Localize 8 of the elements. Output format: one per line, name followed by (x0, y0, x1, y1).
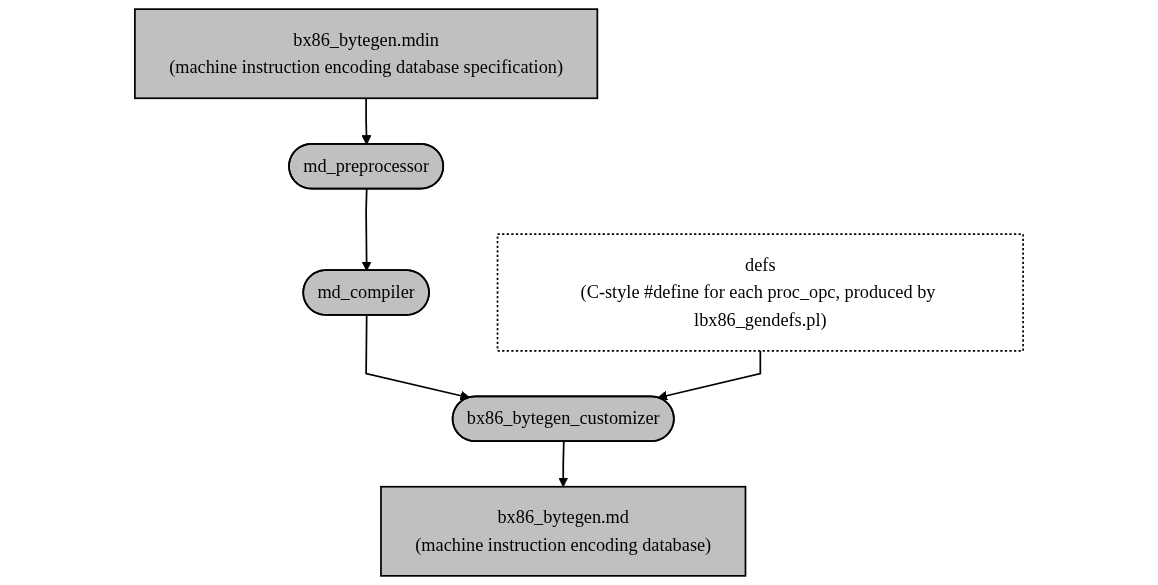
arrow (558, 440, 569, 488)
arrow (657, 349, 762, 401)
arrow (361, 188, 372, 272)
arrow (361, 97, 372, 145)
arrow (365, 314, 471, 401)
node-box: bx86_bytegen.mdin (machine instruction encoding database specification) (134, 8, 599, 100)
node-box: defs (C-style #define for each proc_opc, produced by lbx86_gendefs.pl) (496, 233, 1024, 352)
node-box: bx86_bytegen.md (machine instruction encoding database) (380, 485, 747, 577)
